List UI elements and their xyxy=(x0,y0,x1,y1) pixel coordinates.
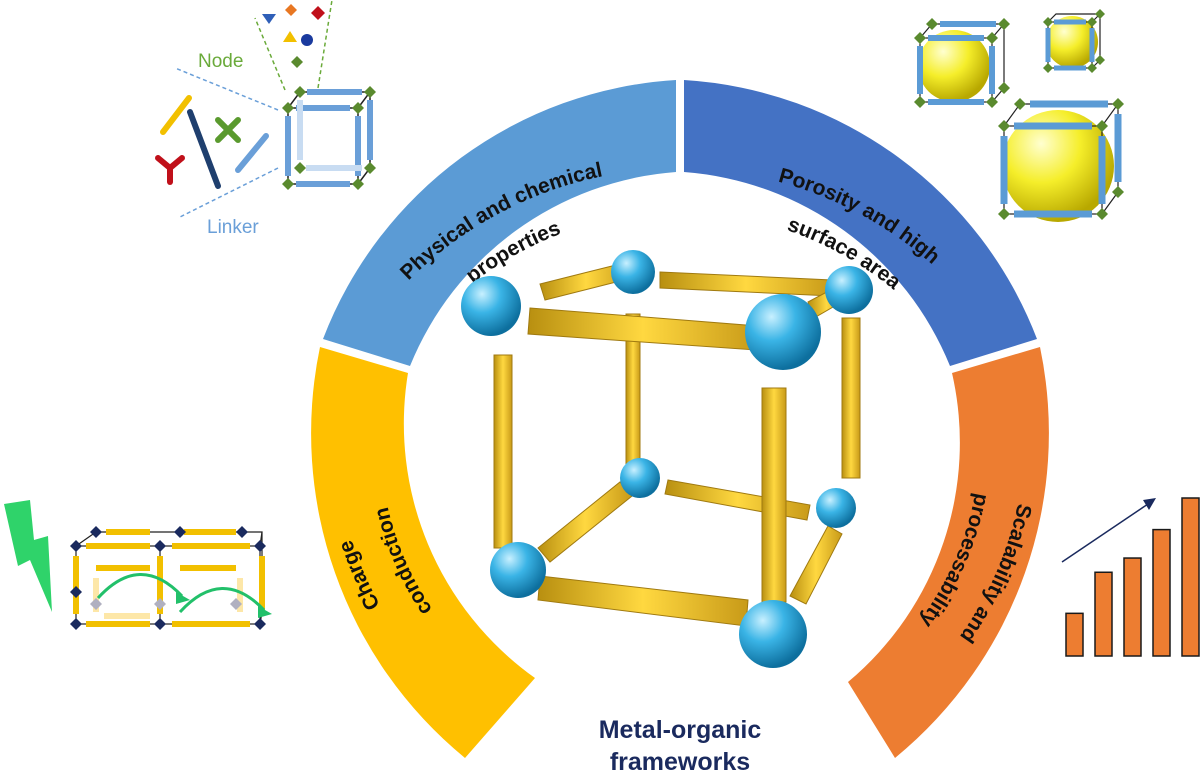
segment-physical-properties xyxy=(323,80,676,366)
sphere-node xyxy=(816,488,856,528)
divider-line xyxy=(317,0,333,89)
star-node-icon xyxy=(301,34,313,46)
title-line2: frameworks xyxy=(610,748,750,775)
divider-line xyxy=(174,67,279,111)
rod-bottom-right xyxy=(789,525,843,605)
rod-bottom-left xyxy=(537,481,633,563)
linker-icon xyxy=(187,109,221,189)
double-cube-framework-icon xyxy=(70,526,272,630)
cross-linker-icon xyxy=(215,117,241,143)
linker-label: Linker xyxy=(207,217,259,238)
lightning-icon xyxy=(4,500,52,612)
sphere-node xyxy=(490,542,546,598)
pore-cube-icon xyxy=(1043,9,1105,73)
triangle-node-icon xyxy=(283,31,297,42)
divider-line xyxy=(177,167,279,219)
pore-cube-icon xyxy=(914,18,1010,108)
pore-cube-icon xyxy=(998,98,1124,222)
framework-cube-icon xyxy=(282,86,376,190)
bar xyxy=(1181,497,1200,657)
triangle-node-icon xyxy=(262,14,276,24)
linker-icon xyxy=(235,133,269,173)
node-label: Node xyxy=(198,51,243,72)
trend-arrow-line xyxy=(1061,503,1149,563)
arrowhead-icon xyxy=(176,592,190,604)
segment-scalability xyxy=(848,347,1049,758)
segment-charge-conduction xyxy=(311,347,535,758)
sphere-node xyxy=(611,250,655,294)
title-line1: Metal-organic xyxy=(599,716,762,744)
node-linker-schematic: Node Linker xyxy=(155,0,376,238)
sphere-node xyxy=(739,600,807,668)
segment-porosity xyxy=(684,80,1037,366)
rod-top-front xyxy=(527,307,759,351)
diamond-node-icon xyxy=(285,4,297,16)
rod-front-left xyxy=(493,354,513,549)
rod-top-right xyxy=(659,271,833,297)
trend-arrowhead-icon xyxy=(1143,498,1156,510)
rod-front-right xyxy=(761,387,787,603)
sphere-node xyxy=(825,266,873,314)
y-linker-icon xyxy=(155,155,185,185)
linker-icon xyxy=(160,95,192,135)
growth-bar-chart-icon xyxy=(1065,497,1200,657)
sphere-node xyxy=(461,276,521,336)
bar xyxy=(1123,557,1142,657)
bar xyxy=(1065,612,1084,657)
electron-hop-arrow-icon xyxy=(96,573,266,614)
sphere-node xyxy=(745,294,821,370)
bar xyxy=(1152,528,1171,657)
sphere-node xyxy=(620,458,660,498)
diamond-node-icon xyxy=(311,6,325,20)
central-cube xyxy=(461,250,873,668)
porous-cubes xyxy=(914,9,1124,222)
divider-line xyxy=(254,17,286,91)
arrowhead-icon xyxy=(258,606,272,618)
diamond-node-icon xyxy=(291,56,303,68)
bar xyxy=(1094,571,1113,657)
rod-back-bottom xyxy=(664,479,811,521)
rod-bottom-front xyxy=(537,575,749,627)
rod-back-right xyxy=(841,317,861,479)
charge-conduction-illustration xyxy=(4,500,272,630)
